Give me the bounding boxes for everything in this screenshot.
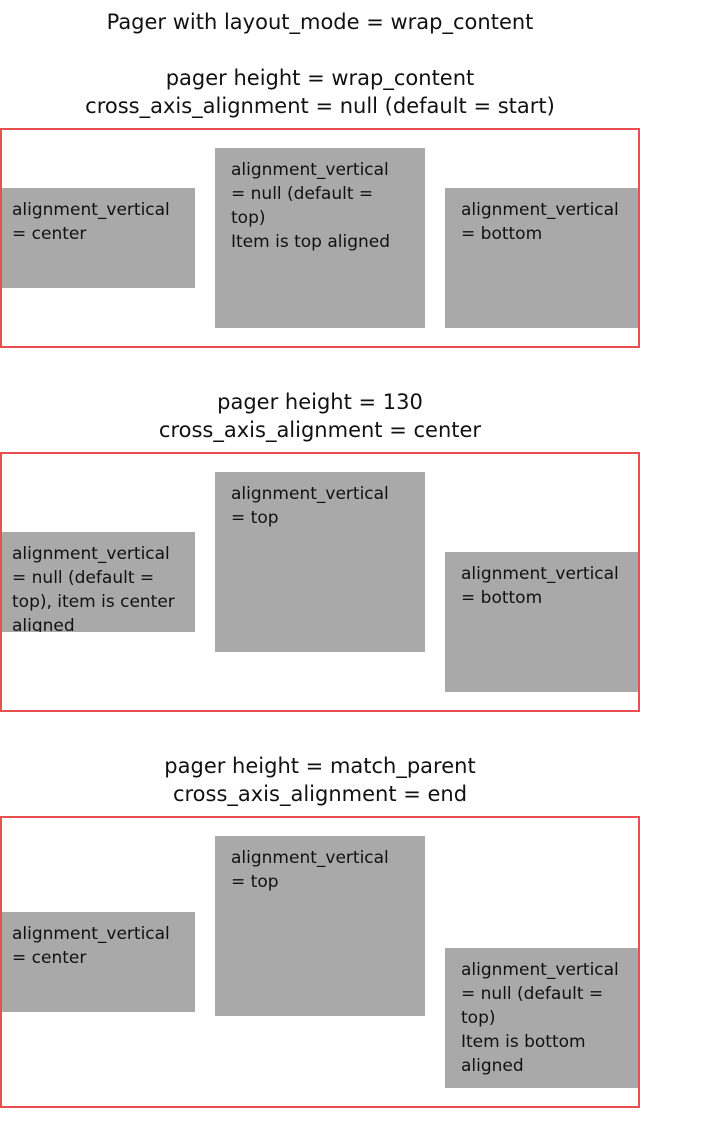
- pager-item-default-center[interactable]: alignment_vertical = null (default = top…: [2, 532, 195, 632]
- pager-height-130[interactable]: alignment_vertical = null (default = top…: [0, 452, 640, 712]
- section-3-title-line-1: pager height = match_parent: [164, 754, 476, 778]
- pager-match-parent[interactable]: alignment_vertical = center alignment_ve…: [0, 816, 640, 1108]
- item-text-line: = top: [231, 508, 279, 528]
- item-text-line: alignment_vertical: [461, 200, 619, 220]
- pager-item-default-top[interactable]: alignment_vertical = null (default = top…: [215, 148, 425, 328]
- section-2-title-line-1: pager height = 130: [217, 390, 423, 414]
- item-text-line: alignment_vertical: [12, 200, 170, 220]
- item-text-line: = bottom: [461, 588, 543, 608]
- pager-item-top[interactable]: alignment_vertical = top: [215, 836, 425, 1016]
- item-text-line: aligned: [461, 1056, 524, 1076]
- item-text-line: Item is bottom: [461, 1032, 586, 1052]
- item-text-line: = null (default =: [12, 568, 155, 588]
- item-text-line: = null (default =: [461, 984, 604, 1004]
- section-1-title-line-1: pager height = wrap_content: [165, 66, 475, 90]
- item-text-line: top): [461, 1008, 496, 1028]
- page-title: Pager with layout_mode = wrap_content: [106, 10, 534, 34]
- item-text-line: Item is top aligned: [231, 232, 391, 252]
- item-text-line: aligned: [12, 616, 75, 632]
- item-text-line: = null (default =: [231, 184, 374, 204]
- item-text-line: top), item is center: [12, 592, 175, 612]
- item-text-line: alignment_vertical: [231, 484, 389, 504]
- item-text-line: = top: [231, 872, 279, 892]
- item-text-line: alignment_vertical: [231, 848, 389, 868]
- item-text-line: alignment_vertical: [231, 160, 389, 180]
- pager-item-bottom[interactable]: alignment_vertical = bottom: [445, 552, 638, 692]
- pager-item-center[interactable]: alignment_vertical = center: [2, 912, 195, 1012]
- section-1-title-line-2: cross_axis_alignment = null (default = s…: [85, 94, 555, 118]
- pager-item-top[interactable]: alignment_vertical = top: [215, 472, 425, 652]
- item-text-line: alignment_vertical: [12, 924, 170, 944]
- section-3-title-line-2: cross_axis_alignment = end: [172, 782, 468, 806]
- item-text-line: top): [231, 208, 266, 228]
- item-text-line: = center: [12, 948, 87, 968]
- item-text-line: alignment_vertical: [12, 544, 170, 564]
- pager-item-bottom[interactable]: alignment_vertical = bottom: [445, 188, 638, 328]
- pager-item-center[interactable]: alignment_vertical = center: [2, 188, 195, 288]
- item-text-line: alignment_vertical: [461, 564, 619, 584]
- item-text-line: = bottom: [461, 224, 543, 244]
- item-text-line: alignment_vertical: [461, 960, 619, 980]
- pager-item-default-bottom[interactable]: alignment_vertical = null (default = top…: [445, 948, 638, 1088]
- pager-wrap-content[interactable]: alignment_vertical = center alignment_ve…: [0, 128, 640, 348]
- item-text-line: = center: [12, 224, 87, 244]
- section-2-title-line-2: cross_axis_alignment = center: [158, 418, 482, 442]
